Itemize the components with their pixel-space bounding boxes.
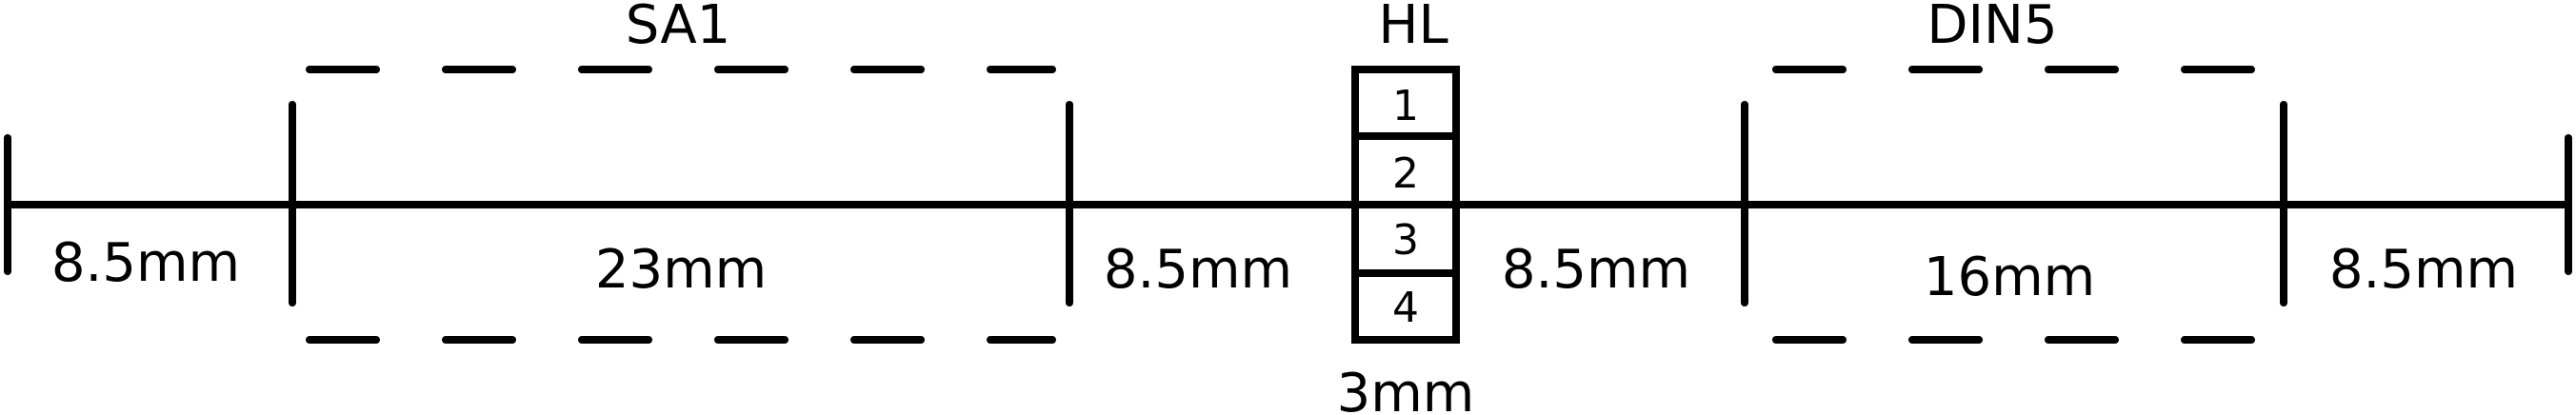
gap-left-dimension: 8.5mm	[51, 232, 240, 294]
hl-cell-2-label: 2	[1392, 149, 1419, 198]
hl-cell-4-label: 4	[1392, 284, 1419, 332]
gap-hl-din5-dimension: 8.5mm	[1502, 239, 1690, 301]
din5-name-label: DIN5	[1927, 0, 2057, 56]
hl-cell-1-label: 1	[1392, 82, 1419, 130]
gap-right-dimension: 8.5mm	[2329, 239, 2518, 301]
sa1-name-label: SA1	[626, 0, 731, 56]
hl-name-label: HL	[1378, 0, 1448, 56]
sa1-width-dimension: 23mm	[595, 239, 767, 301]
hl-width-dimension: 3mm	[1337, 363, 1475, 415]
din5-width-dimension: 16mm	[1924, 247, 2095, 308]
gap-sa1-hl-dimension: 8.5mm	[1104, 239, 1292, 301]
hl-cell-3-label: 3	[1392, 216, 1419, 265]
